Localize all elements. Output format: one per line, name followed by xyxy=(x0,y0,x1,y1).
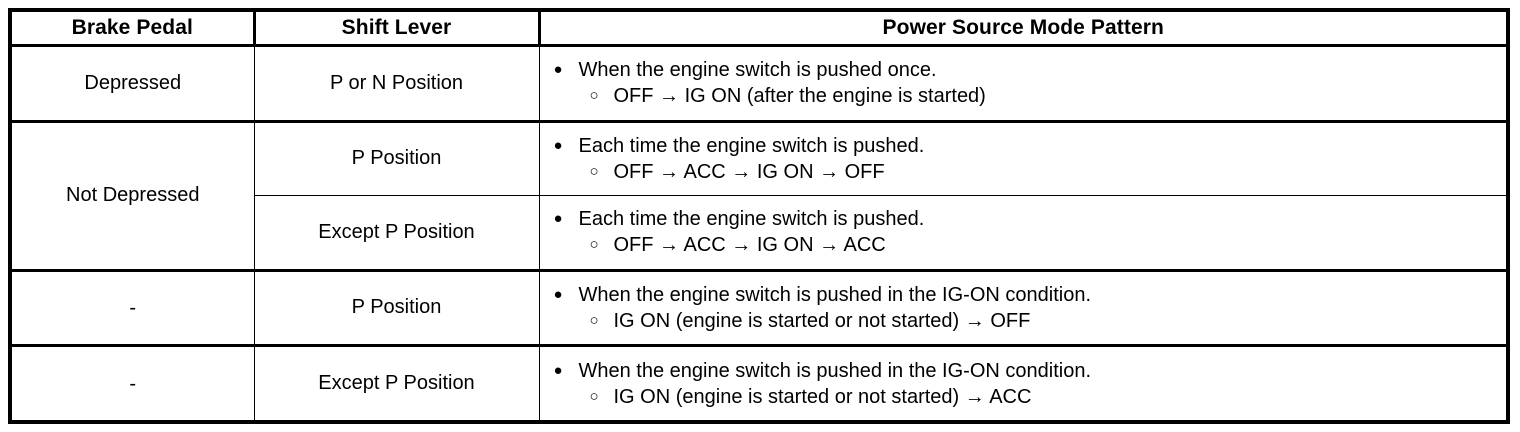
filled-bullet-icon: ● xyxy=(553,61,563,79)
filled-bullet-icon: ● xyxy=(553,136,563,154)
pattern-primary-text: When the engine switch is pushed once. xyxy=(578,59,937,82)
table-row: Except P Position ● Each time the engine… xyxy=(10,195,1509,271)
pattern-secondary-line: ○ IG ON (engine is started or not starte… xyxy=(554,308,1507,334)
pattern-secondary-line: ○ OFF → ACC → IG ON → ACC xyxy=(554,232,1507,258)
pattern-primary-text: Each time the engine switch is pushed. xyxy=(578,208,925,231)
cell-shift-lever: P Position xyxy=(253,268,540,347)
column-header-power-source-mode-pattern: Power Source Mode Pattern xyxy=(538,10,1509,47)
cell-brake-pedal: - xyxy=(9,268,255,347)
cell-power-source-mode-pattern: ● When the engine switch is pushed in th… xyxy=(538,268,1509,347)
hollow-circle-icon: ○ xyxy=(589,87,599,105)
cell-power-source-mode-pattern: ● When the engine switch is pushed once.… xyxy=(538,45,1509,122)
pattern-primary-line: ● When the engine switch is pushed once. xyxy=(554,57,1507,83)
table-row: - Except P Position ● When the engine sw… xyxy=(9,344,1509,423)
pattern-primary-line: ● Each time the engine switch is pushed. xyxy=(554,133,1507,159)
filled-bullet-icon: ● xyxy=(553,361,563,379)
pattern-primary-text: When the engine switch is pushed in the … xyxy=(578,359,1092,382)
pattern-secondary-text: OFF → ACC → IG ON → ACC xyxy=(613,234,886,257)
cell-brake-pedal: Depressed xyxy=(9,45,255,122)
column-header-brake-pedal: Brake Pedal xyxy=(9,10,256,47)
cell-brake-pedal: Not Depressed xyxy=(9,119,255,271)
pattern-secondary-text: IG ON (engine is started or not started)… xyxy=(613,309,1031,332)
pattern-primary-line: ● When the engine switch is pushed in th… xyxy=(554,282,1507,308)
pattern-secondary-line: ○ OFF → ACC → IG ON → OFF xyxy=(554,159,1507,185)
table-row: - P Position ● When the engine switch is… xyxy=(9,268,1509,347)
pattern-secondary-text: OFF → IG ON (after the engine is started… xyxy=(613,85,986,108)
hollow-circle-icon: ○ xyxy=(589,387,599,405)
hollow-circle-icon: ○ xyxy=(589,311,599,329)
table-row: Depressed P or N Position ● When the eng… xyxy=(9,45,1509,122)
table-header-row: Brake Pedal Shift Lever Power Source Mod… xyxy=(9,10,1509,47)
column-header-shift-lever: Shift Lever xyxy=(253,10,541,47)
pattern-primary-text: When the engine switch is pushed in the … xyxy=(578,283,1092,306)
pattern-primary-line: ● When the engine switch is pushed in th… xyxy=(554,358,1507,384)
cell-power-source-mode-pattern: ● Each time the engine switch is pushed.… xyxy=(538,195,1509,271)
pattern-primary-line: ● Each time the engine switch is pushed. xyxy=(554,206,1507,232)
cell-shift-lever: Except P Position xyxy=(253,195,540,271)
hollow-circle-icon: ○ xyxy=(589,162,599,180)
filled-bullet-icon: ● xyxy=(553,210,563,228)
cell-shift-lever: P Position xyxy=(253,119,540,197)
cell-power-source-mode-pattern: ● When the engine switch is pushed in th… xyxy=(538,344,1509,423)
pattern-secondary-text: OFF → ACC → IG ON → OFF xyxy=(613,160,885,183)
table-row: Not Depressed P Position ● Each time the… xyxy=(9,119,1509,271)
filled-bullet-icon: ● xyxy=(553,285,563,303)
cell-shift-lever: P or N Position xyxy=(253,45,540,122)
pattern-secondary-text: IG ON (engine is started or not started)… xyxy=(613,385,1032,408)
pattern-secondary-line: ○ OFF → IG ON (after the engine is start… xyxy=(554,83,1507,109)
cell-power-source-mode-pattern: ● Each time the engine switch is pushed.… xyxy=(538,119,1509,197)
cell-brake-pedal: - xyxy=(9,344,255,423)
cell-shift-lever: Except P Position xyxy=(253,344,540,423)
hollow-circle-icon: ○ xyxy=(589,236,599,254)
pattern-primary-text: Each time the engine switch is pushed. xyxy=(578,134,925,157)
power-source-mode-table: Brake Pedal Shift Lever Power Source Mod… xyxy=(8,8,1510,424)
pattern-secondary-line: ○ IG ON (engine is started or not starte… xyxy=(554,384,1507,410)
